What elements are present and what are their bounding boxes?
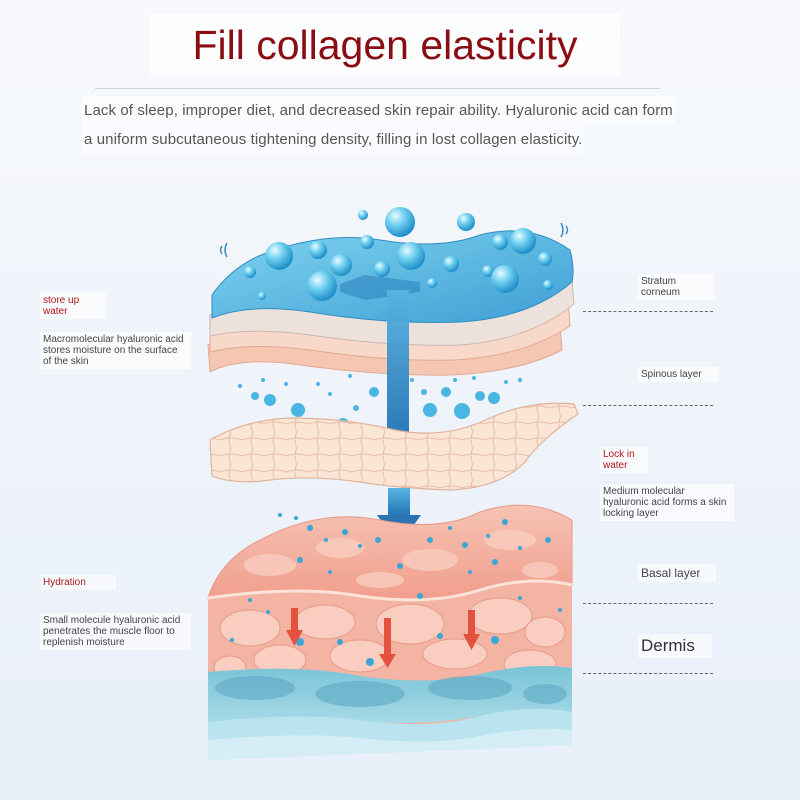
store-up-water-label: store up water xyxy=(40,293,106,319)
title-divider xyxy=(95,88,660,89)
basal-layer-label: Basal layer xyxy=(638,564,716,582)
intro-text: Lack of sleep, improper diet, and decrea… xyxy=(82,96,722,154)
basal-layer-leader xyxy=(583,603,713,604)
stratum-corneum-layer xyxy=(207,230,575,376)
water-bubbles xyxy=(219,207,569,301)
lock-in-water-label: Lock in water xyxy=(600,447,648,473)
spinous-layer xyxy=(209,402,579,491)
dermis-label: Dermis xyxy=(638,634,712,658)
page-title: Fill collagen elasticity xyxy=(150,14,620,76)
downward-arrow-1 xyxy=(387,290,409,445)
hydration-dots xyxy=(230,513,562,666)
dermis-leader xyxy=(583,673,713,674)
hydration-label: Hydration xyxy=(40,575,116,590)
hydration-description: Small molecule hyaluronic acid penetrate… xyxy=(40,613,191,650)
store-up-water-description: Macromolecular hyaluronic acid stores mo… xyxy=(40,332,191,369)
intro-line-2: a uniform subcutaneous tightening densit… xyxy=(82,125,585,154)
stratum-corneum-leader xyxy=(583,311,713,312)
intro-line-1: Lack of sleep, improper diet, and decrea… xyxy=(82,96,675,125)
skin-block xyxy=(207,504,573,760)
spinous-layer-leader xyxy=(583,405,713,406)
spinous-layer-label: Spinous layer xyxy=(638,367,719,382)
red-penetration-arrows xyxy=(286,608,480,668)
stratum-corneum-label: Stratum corneum xyxy=(638,274,714,300)
lock-in-water-description: Medium molecular hyaluronic acid forms a… xyxy=(600,484,734,521)
